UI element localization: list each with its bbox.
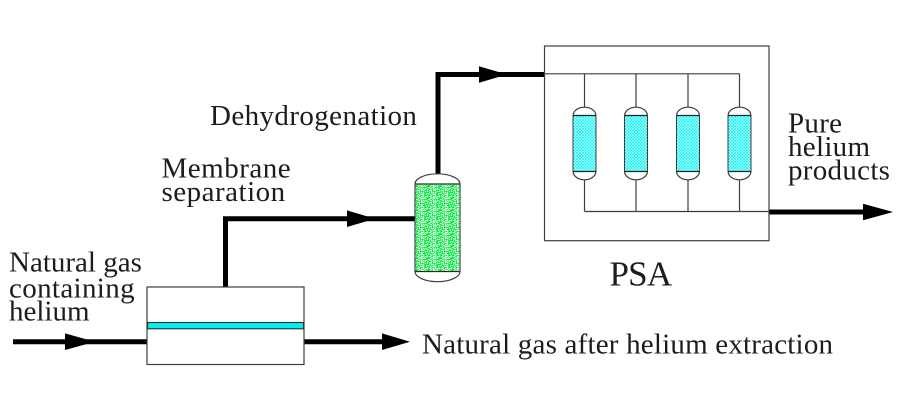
svg-text:products: products bbox=[788, 155, 890, 187]
svg-text:Membrane: Membrane bbox=[162, 153, 292, 185]
svg-text:Dehydrogenation: Dehydrogenation bbox=[210, 100, 417, 132]
svg-text:separation: separation bbox=[162, 176, 286, 208]
svg-text:Pure: Pure bbox=[788, 108, 842, 140]
svg-text:Natural gas: Natural gas bbox=[9, 247, 142, 279]
svg-text:helium: helium bbox=[9, 296, 90, 328]
svg-text:Natural gas after helium extra: Natural gas after helium extraction bbox=[422, 329, 834, 361]
svg-text:containing: containing bbox=[9, 273, 135, 305]
svg-text:helium: helium bbox=[788, 131, 870, 163]
svg-text:PSA: PSA bbox=[610, 255, 673, 294]
